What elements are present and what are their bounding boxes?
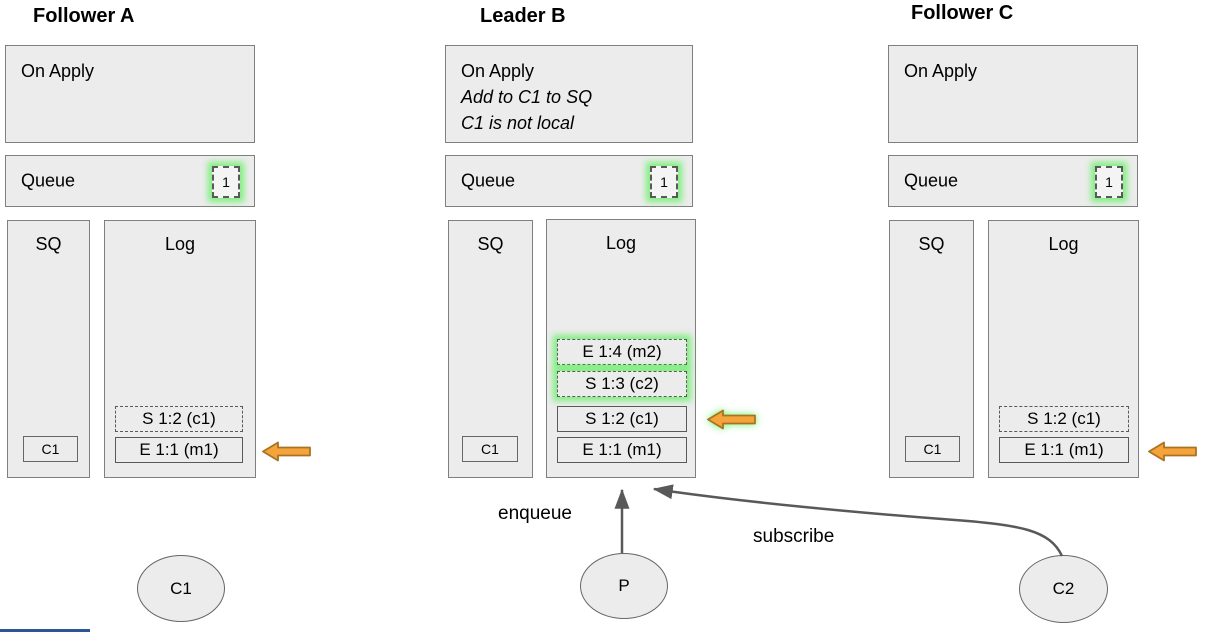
log-box-leader-b: Log E 1:4 (m2) S 1:3 (c2) S 1:2 (c1) E 1… [546,219,696,478]
queue-count-badge: 1 [212,166,240,198]
queue-box-leader-b: Queue 1 [445,155,693,207]
node-title-leader-b: Leader B [480,5,566,27]
log-label: Log [605,233,637,253]
sq-box-leader-b: SQ C1 [448,220,533,478]
sq-item-c1: C1 [905,436,960,462]
apply-pointer-arrow-leader-b [707,409,756,430]
on-apply-label: On Apply [21,61,95,81]
queue-box-follower-c: Queue 1 [888,155,1138,207]
log-entry: E 1:1 (m1) [999,437,1129,463]
sq-label: SQ [35,234,62,254]
queue-box-follower-a: Queue 1 [5,155,255,207]
sq-item-c1: C1 [23,436,78,462]
log-entry: E 1:1 (m1) [557,437,687,463]
on-apply-box-follower-a: On Apply [5,45,255,143]
on-apply-box-leader-b: On Apply Add to C1 to SQ C1 is not local [445,45,693,143]
log-entry: S 1:3 (c2) [557,371,687,397]
log-box-follower-a: Log S 1:2 (c1) E 1:1 (m1) [104,220,256,478]
sq-item-c1: C1 [462,436,518,462]
queue-label: Queue [904,170,959,191]
log-box-follower-c: Log S 1:2 (c1) E 1:1 (m1) [988,220,1139,478]
queue-label: Queue [461,170,516,191]
on-apply-box-follower-c: On Apply [888,45,1138,143]
node-title-follower-a: Follower A [33,5,135,27]
enqueue-label: enqueue [498,503,572,524]
actor-producer-p: P [580,553,668,619]
sq-box-follower-a: SQ C1 [7,220,90,478]
on-apply-note: Add to C1 to SQ [461,87,593,107]
on-apply-line: On Apply [461,61,535,81]
sq-label: SQ [918,234,945,254]
subscribe-label: subscribe [753,526,835,547]
queue-count-badge: 1 [650,166,678,198]
log-entry: S 1:2 (c1) [557,406,687,432]
bottom-edge-stripe [0,629,90,632]
subscribe-arrow [652,484,1064,557]
sq-label: SQ [477,234,504,254]
log-entry: E 1:1 (m1) [115,437,243,463]
actor-client-c2: C2 [1019,555,1108,623]
on-apply-label: On Apply [904,61,978,81]
sq-box-follower-c: SQ C1 [889,220,974,478]
apply-pointer-arrow-follower-c [1148,441,1197,462]
node-title-follower-c: Follower C [911,2,1014,24]
log-label: Log [164,234,196,254]
actor-client-c1: C1 [137,555,225,622]
log-label: Log [1048,234,1079,254]
log-entry: S 1:2 (c1) [115,406,243,432]
log-entry: E 1:4 (m2) [557,339,687,365]
queue-count-badge: 1 [1095,166,1123,198]
on-apply-note: C1 is not local [461,113,575,133]
on-apply-label: On Apply Add to C1 to SQ C1 is not local [446,46,692,136]
apply-pointer-arrow-follower-a [262,441,311,462]
queue-label: Queue [21,170,76,191]
log-entry: S 1:2 (c1) [999,406,1129,432]
